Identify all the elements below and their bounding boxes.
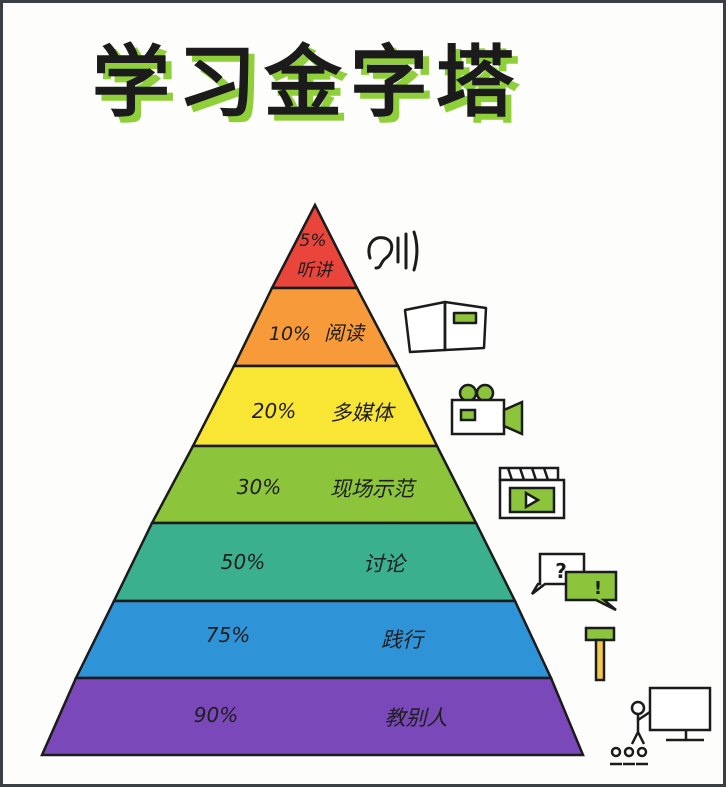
tier-4-label: 现场示范 (330, 477, 417, 501)
tier-3-label: 多媒体 (331, 401, 397, 425)
tier-3-shape (190, 364, 439, 448)
page-title: 学习金字塔 (92, 38, 523, 128)
tier-5-percent: 50% (221, 550, 265, 574)
teacher-board-icon (610, 686, 712, 766)
svg-text:?: ? (555, 559, 567, 583)
tier-6-label: 践行 (381, 628, 426, 652)
ear-icon (367, 230, 419, 272)
tier-6-percent: 75% (206, 623, 250, 647)
speech-bubbles-icon: ? ! (530, 552, 618, 612)
tier-7-label: 教别人 (385, 706, 448, 730)
tier-6-shape (73, 599, 553, 680)
tier-4-shape (149, 444, 479, 525)
tier-2-label: 阅读 (324, 321, 366, 345)
video-camera-icon (450, 383, 524, 436)
tier-7-shape (40, 676, 585, 757)
tier-5-label: 讨论 (363, 552, 408, 576)
tier-5-shape (112, 521, 518, 603)
hammer-icon (584, 626, 616, 682)
tier-1-label: 听讲 (296, 260, 334, 281)
clapperboard-icon (498, 466, 566, 520)
svg-text:!: ! (594, 578, 602, 599)
tier-1-percent: 5% (300, 231, 327, 251)
tier-2-percent: 10% (269, 323, 311, 345)
book-icon (403, 300, 488, 354)
tier-7-percent: 90% (194, 703, 238, 727)
tier-4-percent: 30% (237, 475, 281, 499)
tier-3-percent: 20% (252, 399, 296, 423)
tier-2-shape (232, 286, 401, 368)
